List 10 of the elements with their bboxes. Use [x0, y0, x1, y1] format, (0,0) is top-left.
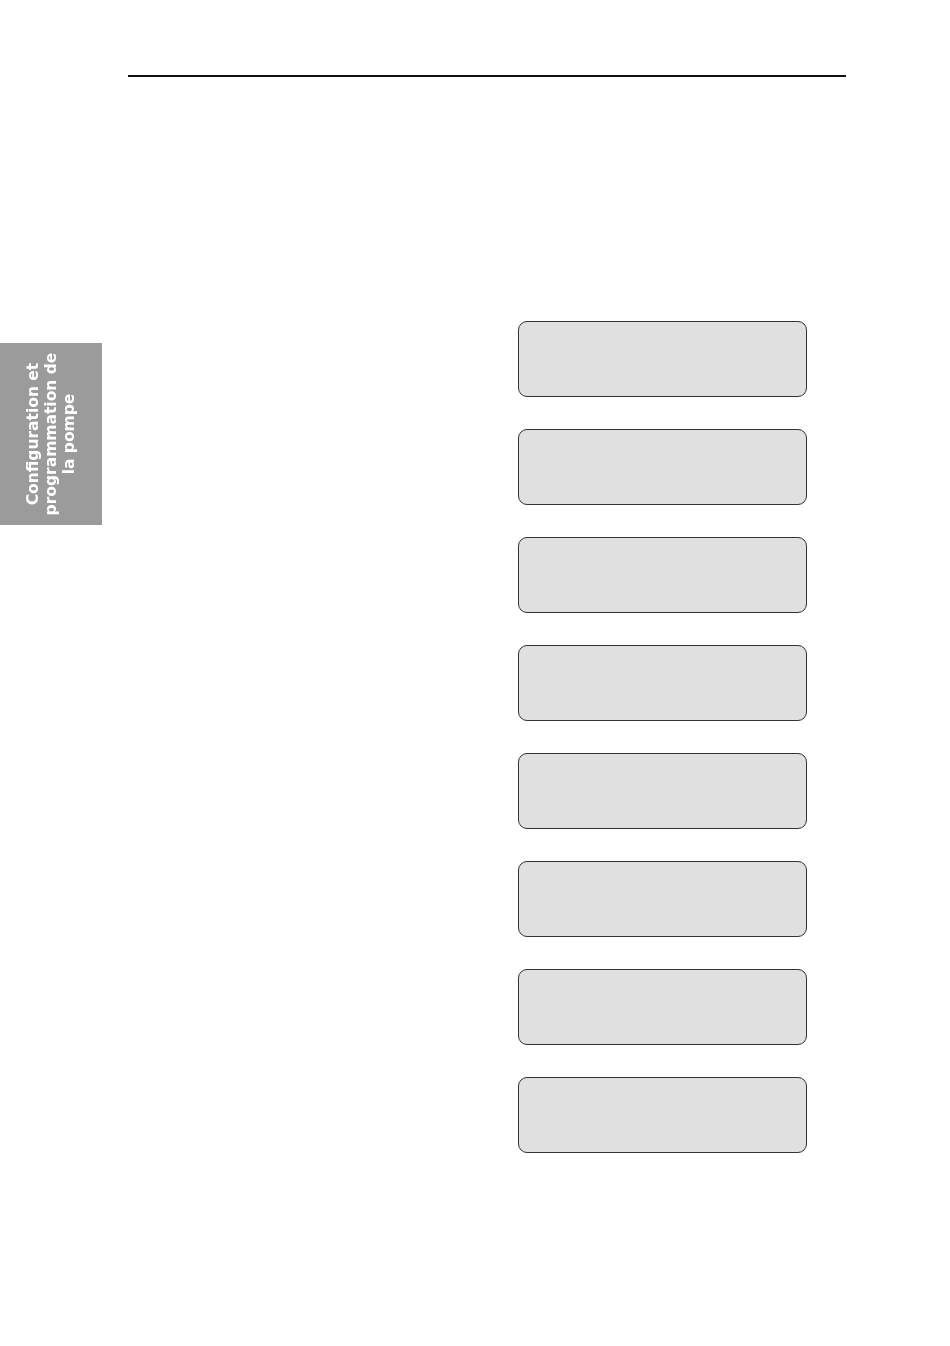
display-screen — [518, 753, 807, 829]
display-screen — [518, 861, 807, 937]
display-screen — [518, 969, 807, 1045]
display-screen — [518, 1077, 807, 1153]
section-tab — [0, 343, 102, 525]
display-screen — [518, 537, 807, 613]
display-screen — [518, 321, 807, 397]
section-title: Configuration et programmation de la pompe — [24, 351, 78, 518]
display-screen — [518, 645, 807, 721]
display-screen — [518, 429, 807, 505]
